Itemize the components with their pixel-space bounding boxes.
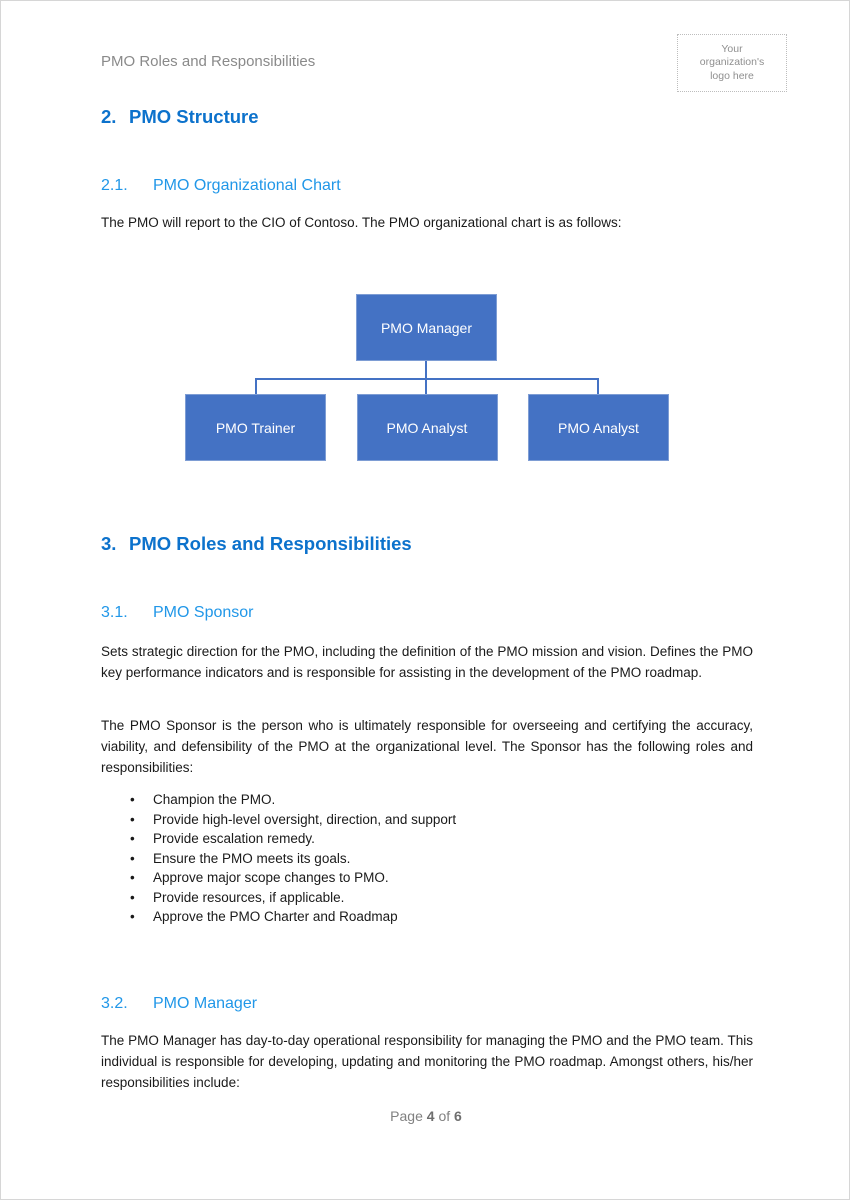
section-title: PMO Structure <box>129 106 259 127</box>
section-title: PMO Roles and Responsibilities <box>129 533 412 554</box>
org-chart-root-box: PMO Manager <box>356 294 497 361</box>
bullet-item: • Provide high-level oversight, directio… <box>130 810 710 830</box>
org-connector-line <box>255 378 599 380</box>
bullet-text: Ensure the PMO meets its goals. <box>153 850 351 866</box>
bullet-text: Provide resources, if applicable. <box>153 889 345 905</box>
footer-label-page: Page <box>390 1108 423 1124</box>
bullet-text: Provide high-level oversight, direction,… <box>153 811 457 827</box>
bullet-item: • Ensure the PMO meets its goals. <box>130 849 710 869</box>
org-chart-child-box: PMO Trainer <box>185 394 326 461</box>
bullet-text: Champion the PMO. <box>153 792 276 807</box>
footer-page-number: 4 <box>426 1108 435 1124</box>
document-header-title: PMO Roles and Responsibilities <box>101 53 316 70</box>
bullet-icon: • <box>130 889 135 905</box>
footer-label-of: of <box>438 1108 451 1124</box>
logo-placeholder-line: organization's <box>699 56 765 69</box>
org-connector-line <box>597 378 599 394</box>
section-title: PMO Sponsor <box>153 604 254 621</box>
org-chart-child-box: PMO Analyst <box>528 394 669 461</box>
bullet-icon: • <box>130 850 135 866</box>
section-number: 3.2. <box>101 995 128 1012</box>
org-chart-box-label: PMO Analyst <box>386 419 468 436</box>
org-connector-line <box>255 378 257 394</box>
logo-placeholder: Your organization's logo here <box>677 34 787 92</box>
section-number: 3.1. <box>101 604 128 621</box>
bullet-text: Provide escalation remedy. <box>153 831 315 846</box>
bullet-item: • Provide resources, if applicable. <box>130 888 710 908</box>
bullet-item: • Provide escalation remedy. <box>130 829 710 849</box>
bullet-icon: • <box>130 792 135 807</box>
bullet-icon: • <box>130 870 135 885</box>
bullet-item: • Approve major scope changes to PMO. <box>130 868 710 888</box>
org-chart: PMO Manager PMO Trainer PMO Analyst PMO … <box>185 294 669 461</box>
heading-pmo-manager: 3.2. PMO Manager <box>101 995 257 1013</box>
paragraph-org-chart-intro: The PMO will report to the CIO of Contos… <box>101 215 622 230</box>
section-number: 3. <box>101 533 117 554</box>
org-chart-box-label: PMO Trainer <box>215 419 296 436</box>
logo-placeholder-line: logo here <box>710 69 754 82</box>
bullet-text: Approve the PMO Charter and Roadmap <box>153 909 398 924</box>
logo-placeholder-line: Your <box>721 42 743 55</box>
footer-total-pages: 6 <box>454 1108 462 1124</box>
sponsor-bullet-list: • Champion the PMO. • Provide high-level… <box>130 790 710 927</box>
paragraph-sponsor-1: Sets strategic direction for the PMO, in… <box>101 644 753 680</box>
heading-pmo-structure: 2. PMO Structure <box>101 106 259 128</box>
org-chart-children-row: PMO Trainer PMO Analyst PMO Analyst <box>185 394 669 461</box>
heading-pmo-roles-responsibilities: 3. PMO Roles and Responsibilities <box>101 533 412 555</box>
heading-pmo-organizational-chart: 2.1. PMO Organizational Chart <box>101 177 341 195</box>
bullet-item: • Approve the PMO Charter and Roadmap <box>130 907 710 927</box>
bullet-text: Approve major scope changes to PMO. <box>153 870 389 885</box>
paragraph-sponsor-2: The PMO Sponsor is the person who is ult… <box>101 718 753 775</box>
section-number: 2.1. <box>101 177 128 194</box>
section-title: PMO Organizational Chart <box>153 177 341 194</box>
heading-pmo-sponsor: 3.1. PMO Sponsor <box>101 604 253 622</box>
page-footer: Page 4 of 6 <box>1 1108 849 1124</box>
org-connector-line <box>425 361 427 394</box>
org-chart-child-box: PMO Analyst <box>356 394 498 461</box>
section-title: PMO Manager <box>153 995 258 1012</box>
paragraph-manager-1: The PMO Manager has day-to-day operation… <box>101 1033 753 1090</box>
bullet-icon: • <box>130 811 135 827</box>
org-chart-box-label: PMO Analyst <box>558 419 639 436</box>
bullet-icon: • <box>130 831 135 846</box>
bullet-item: • Champion the PMO. <box>130 790 710 810</box>
bullet-icon: • <box>130 909 135 924</box>
section-number: 2. <box>101 106 117 127</box>
